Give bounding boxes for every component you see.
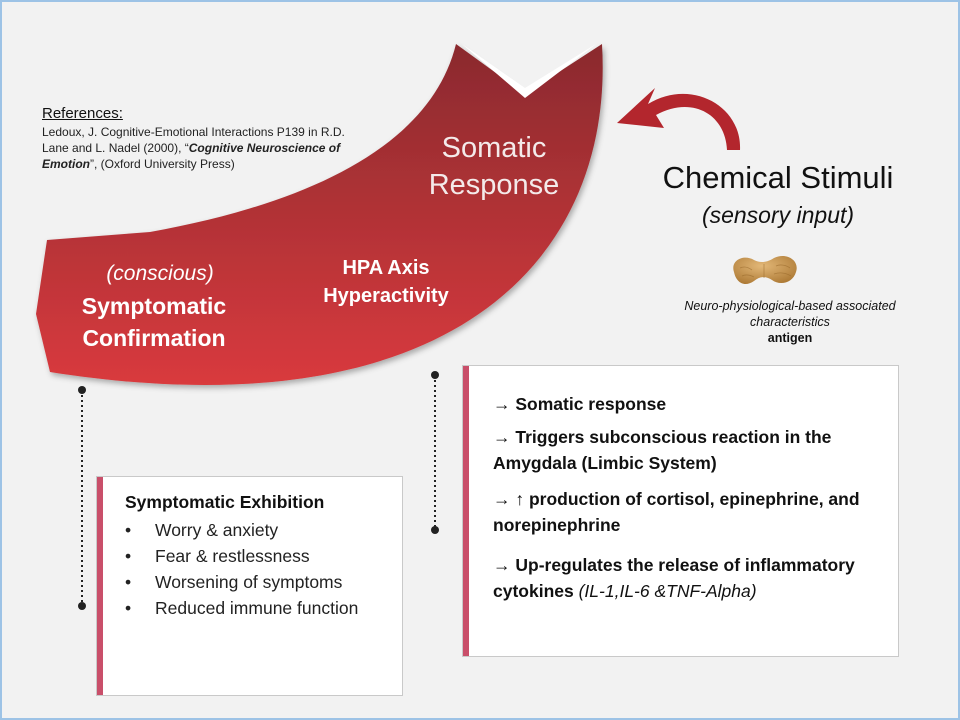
references-heading: References: xyxy=(42,105,123,122)
bullet: • xyxy=(125,572,132,592)
connector-right-start xyxy=(431,371,439,379)
response-item-3: → ↑ production of cortisol, epinephrine,… xyxy=(493,489,860,535)
reference-title: Cognitive Neuroscience of Emotion xyxy=(42,141,341,171)
accent-bar xyxy=(97,477,103,695)
connector-left-end xyxy=(78,602,86,610)
antigen-label: antigen xyxy=(767,331,813,345)
connector-right-end xyxy=(431,526,439,534)
list-item: •Fear & restlessness xyxy=(125,543,385,569)
connector-left-start xyxy=(78,386,86,394)
exhibition-heading: Symptomatic Exhibition xyxy=(125,492,325,512)
response-item-2: → Triggers subconscious reaction in the … xyxy=(493,427,832,473)
arrow-notch xyxy=(462,44,596,98)
symptomatic-exhibition-box: Symptomatic Exhibition •Worry & anxiety … xyxy=(96,476,403,696)
bullet: • xyxy=(125,520,132,540)
references: References: Ledoux, J. Cognitive-Emotion… xyxy=(42,106,362,172)
response-box: → Somatic response → Triggers subconscio… xyxy=(462,365,899,657)
response-item-1: → Somatic response xyxy=(493,394,667,414)
hpa-axis-label: HPA Axis Hyperactivity xyxy=(323,257,449,307)
peanut-icon xyxy=(733,255,797,285)
cytokine-list: (IL-1,IL-6 &TNF-Alpha) xyxy=(578,581,757,601)
chemical-stimuli-title: Chemical Stimuli xyxy=(662,160,894,195)
reference-text-1: Ledoux, J. Cognitive-Emotional Interacti… xyxy=(42,125,345,155)
accent-bar xyxy=(463,366,469,656)
somatic-response-label: Somatic Response xyxy=(428,132,560,201)
response-item-4: → Up-regulates the release of inflammato… xyxy=(493,552,888,604)
stimulus-description: Neuro-physiological-based associated cha… xyxy=(684,299,896,329)
sensory-input-subtitle: (sensory input) xyxy=(701,202,855,228)
symptomatic-confirmation-label: Symptomatic Confirmation xyxy=(81,293,227,351)
exhibition-list: •Worry & anxiety •Fear & restlessness •W… xyxy=(125,517,385,621)
list-item: •Worry & anxiety xyxy=(125,517,385,543)
bullet: • xyxy=(125,598,132,618)
reference-text-2: ”, (Oxford University Press) xyxy=(90,157,235,171)
list-item: •Worsening of symptoms xyxy=(125,569,385,595)
conscious-label: (conscious) xyxy=(106,262,214,285)
response-item-4-text: → Up-regulates the release of inflammato… xyxy=(493,555,855,601)
curved-arrow-icon xyxy=(617,88,741,150)
bullet: • xyxy=(125,546,132,566)
list-item: •Reduced immune function xyxy=(125,595,385,621)
cycle-arrow-band xyxy=(36,44,603,386)
